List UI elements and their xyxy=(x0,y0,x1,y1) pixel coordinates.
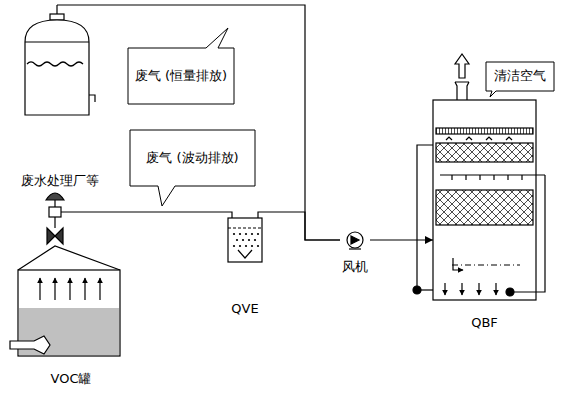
qve-unit-part xyxy=(245,233,247,235)
qve-unit-part xyxy=(233,233,235,235)
callout-text: 废气 (恒量排放) xyxy=(135,67,227,85)
fan-symbol-part xyxy=(349,248,361,249)
qbf-tower-part xyxy=(455,82,469,100)
qve-unit-part xyxy=(257,233,259,235)
qve-unit-part xyxy=(233,233,259,247)
node-label: QBF xyxy=(471,314,498,332)
qve-unit-part xyxy=(238,250,252,258)
fan-symbol-part xyxy=(347,232,363,248)
qbf-tower-part xyxy=(452,175,522,180)
pipe-connector xyxy=(130,211,222,212)
callout-box: 废气 (恒量排放) xyxy=(128,48,234,104)
wastewater-tank-part xyxy=(56,5,57,14)
pipe-connector xyxy=(268,212,340,240)
qbf-tower-part xyxy=(461,283,462,295)
qbf-tower-part xyxy=(455,54,469,78)
wastewater-tank-part xyxy=(27,62,83,66)
qbf-tower-part xyxy=(453,258,463,270)
qve-unit-part xyxy=(248,239,250,241)
callout-text: 废气 (波动排放) xyxy=(146,149,238,167)
qve-unit-part xyxy=(239,245,241,247)
qbf-tower-part xyxy=(446,137,512,140)
qve-unit-part xyxy=(251,233,253,235)
callout-box: 废气 (波动排放) xyxy=(130,130,255,186)
voc-tank-part xyxy=(10,336,50,354)
qve-unit-part xyxy=(233,245,235,247)
unit-node: QVE xyxy=(222,206,268,318)
qve-unit-part xyxy=(228,218,262,262)
callout-outline xyxy=(486,62,554,97)
wastewater-tank-part xyxy=(25,41,89,42)
node-label: 风机 xyxy=(342,258,368,276)
callout-outline xyxy=(128,28,234,104)
qve-unit-part xyxy=(245,245,247,247)
node-label: VOC罐 xyxy=(51,370,92,388)
qve-unit-part xyxy=(239,233,241,235)
voc-tank-part xyxy=(18,246,120,270)
qve-unit-part xyxy=(257,245,259,247)
tower-node: QBF xyxy=(433,100,536,332)
qbf-tower-part xyxy=(506,288,514,296)
pipe-connector xyxy=(57,5,340,240)
voc-tank-part xyxy=(84,278,85,300)
qbf-tower-part xyxy=(436,143,533,162)
voc-tank-part xyxy=(49,207,61,217)
voc-tank-part xyxy=(69,278,70,300)
wastewater-tank xyxy=(25,5,95,115)
node-label: QVE xyxy=(231,300,258,318)
qbf-tower-part xyxy=(433,100,536,300)
qbf-tower-part xyxy=(478,283,479,295)
pipe-connector xyxy=(370,239,433,240)
qbf-tower-part xyxy=(413,286,421,294)
wastewater-tank-part xyxy=(25,20,89,115)
voc-tank-part xyxy=(46,193,64,200)
voc-tank-part xyxy=(47,228,63,244)
qbf-tower-part xyxy=(436,190,533,225)
fan-symbol-part xyxy=(351,236,359,244)
qbf-tower-part xyxy=(421,289,433,290)
voc-tank xyxy=(10,193,130,356)
qbf-tower-part xyxy=(452,264,520,265)
tank-node: 废水处理厂等 xyxy=(15,5,105,190)
wastewater-tank-part xyxy=(89,95,95,102)
qve-unit-part xyxy=(242,239,244,241)
voc-tank-part xyxy=(99,278,100,300)
callout-outline xyxy=(130,130,255,206)
qbf-tower-part xyxy=(436,128,533,134)
node-label: 废水处理厂等 xyxy=(21,172,99,190)
voc-tank-part xyxy=(55,211,130,212)
qbf-tower-part xyxy=(417,145,433,286)
qbf-tower-part xyxy=(444,283,445,295)
fan-node: 风机 xyxy=(340,228,370,276)
qbf-tower-part xyxy=(495,283,496,295)
qve-unit xyxy=(222,212,268,262)
qbf-tower-part xyxy=(514,175,545,292)
callout-box: 清洁空气 xyxy=(486,62,554,91)
qve-unit-part xyxy=(236,239,238,241)
tank-node: VOC罐 xyxy=(12,188,130,388)
qbf-tower-part xyxy=(440,174,545,175)
voc-tank-part xyxy=(54,278,55,300)
qve-unit-part xyxy=(251,245,253,247)
voc-tank-part xyxy=(39,278,40,300)
callout-text: 清洁空气 xyxy=(494,67,546,85)
qve-unit-part xyxy=(254,239,256,241)
fan-symbol xyxy=(347,232,363,249)
wastewater-tank-part xyxy=(50,14,64,20)
qve-unit-part xyxy=(228,227,262,228)
